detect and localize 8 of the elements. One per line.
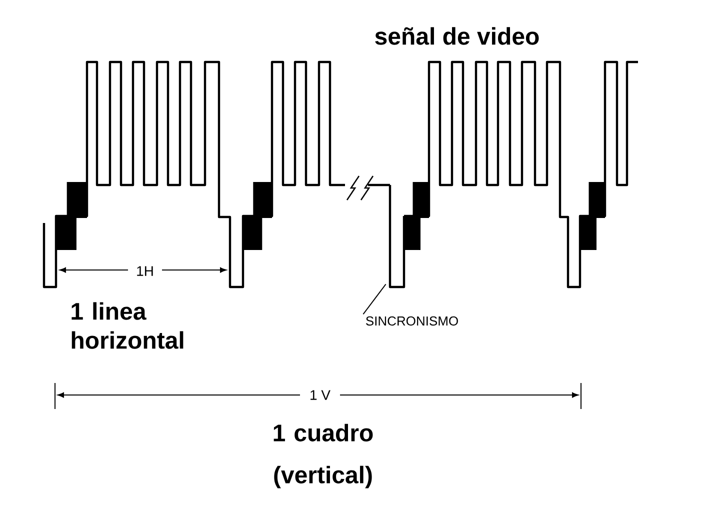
- dimension-label: 1H: [137, 266, 153, 276]
- leader-line: [362, 284, 386, 315]
- text-label: 1 linea horizontal: [72, 302, 184, 349]
- text-label: 1 cuadro (vertical): [274, 424, 373, 488]
- callout-label: SINCRONISMO: [366, 316, 458, 326]
- sync-pulse: [388, 185, 406, 288]
- title: señal de video: [375, 27, 539, 45]
- dimension-label: 1 V: [310, 390, 330, 400]
